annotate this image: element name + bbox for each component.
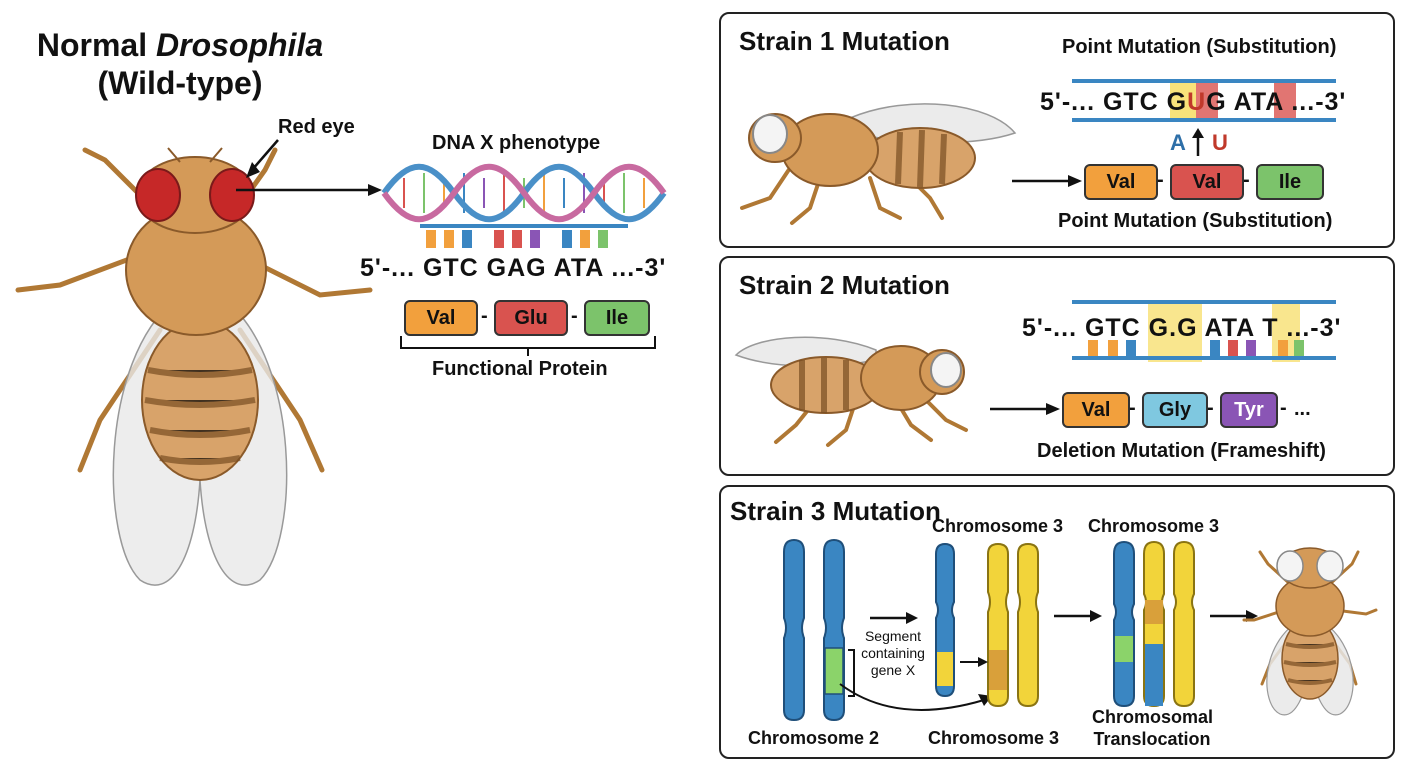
strain2-title: Strain 2 Mutation bbox=[739, 270, 950, 300]
red-eye-label: Red eye bbox=[278, 116, 355, 138]
strain1-top-label: Point Mutation (Substitution) bbox=[1062, 36, 1337, 58]
peptide-bond: - bbox=[1207, 397, 1214, 419]
right-arrow-icon bbox=[960, 657, 988, 667]
right-arrow-icon bbox=[1012, 175, 1082, 187]
peptide-bond: - bbox=[1157, 169, 1164, 191]
segment-label: Segment containing gene X bbox=[861, 628, 925, 678]
amino-acid-tyr: Tyr bbox=[1220, 392, 1278, 428]
functional-protein-label: Functional Protein bbox=[432, 358, 608, 380]
strain3-title: Strain 3 Mutation bbox=[730, 496, 941, 526]
amino-acid-val-mutant: Val bbox=[1170, 164, 1244, 200]
chromosome3-bottom-label: Chromosome 3 bbox=[928, 728, 1060, 748]
original-base: A bbox=[1170, 130, 1186, 155]
peptide-bond: - bbox=[1129, 397, 1136, 419]
chromosome3-top-label-b: Chromosome 3 bbox=[1088, 516, 1220, 536]
strain2-sequence: 5'-... GTC G.G ATA T ...-3' bbox=[1022, 314, 1342, 342]
title-line2: (Wild-type) bbox=[97, 65, 263, 101]
chromosomes-after-translocation bbox=[1113, 540, 1195, 708]
strain2-dna-strand bbox=[1072, 300, 1336, 362]
seq-suffix: ...-3' bbox=[1283, 88, 1347, 116]
peptide-bond: - bbox=[1243, 169, 1250, 191]
strain1-fly-illustration bbox=[740, 103, 1017, 225]
seq-middle: G ATA bbox=[1206, 88, 1284, 116]
chromosome2-pair bbox=[783, 538, 845, 722]
protein-bracket bbox=[400, 336, 656, 356]
title-species: Drosophila bbox=[156, 27, 324, 63]
strain1-sequence: 5'-... GTC GUG ATA ...-3' bbox=[1040, 88, 1346, 117]
segment-bracket bbox=[848, 649, 855, 697]
dna-label: DNA X phenotype bbox=[432, 132, 601, 154]
seq-mutated-base: U bbox=[1187, 88, 1207, 116]
amino-acid-ile: Ile bbox=[1256, 164, 1324, 200]
dna-double-helix bbox=[381, 163, 667, 248]
amino-acid-val: Val bbox=[404, 300, 478, 336]
seq-prefix: 5'-... GTC G bbox=[1040, 88, 1188, 116]
strain1-dna-strand bbox=[1072, 79, 1336, 122]
mutated-base: U bbox=[1212, 130, 1228, 155]
strain1-bottom-label: Point Mutation (Substitution) bbox=[1058, 210, 1333, 232]
amino-acid-val: Val bbox=[1084, 164, 1158, 200]
amino-acid-val: Val bbox=[1062, 392, 1130, 428]
peptide-bond: - bbox=[1280, 397, 1287, 419]
translocation-label: Chromosomal Translocation bbox=[1092, 707, 1214, 749]
up-arrow-icon bbox=[1192, 128, 1204, 156]
peptide-bond: - bbox=[481, 305, 488, 327]
amino-acid-ile: Ile bbox=[584, 300, 650, 336]
wildtype-fly-illustration bbox=[15, 139, 382, 586]
chromosome3-top-label-a: Chromosome 3 bbox=[932, 516, 1064, 536]
strain2-panel bbox=[719, 256, 1395, 476]
chromosome2-label: Chromosome 2 bbox=[748, 728, 880, 748]
wildtype-sequence: 5'-... GTC GAG ATA ...-3' bbox=[360, 254, 667, 282]
title-prefix: Normal bbox=[36, 27, 156, 63]
right-arrow-icon bbox=[990, 403, 1060, 415]
strain2-fly-illustration bbox=[734, 336, 968, 447]
peptide-bond: - bbox=[571, 305, 578, 327]
amino-acid-gly: Gly bbox=[1142, 392, 1208, 428]
chromosome3-pair-before bbox=[935, 542, 1039, 708]
strain2-bottom-label: Deletion Mutation (Frameshift) bbox=[1037, 440, 1326, 462]
amino-acid-glu: Glu bbox=[494, 300, 568, 336]
strain1-title: Strain 1 Mutation bbox=[739, 26, 950, 56]
right-arrow-icon bbox=[870, 612, 918, 624]
strain3-fly-illustration bbox=[1242, 547, 1378, 716]
right-arrow-icon bbox=[1054, 610, 1102, 622]
wildtype-title: Normal Drosophila (Wild-type) bbox=[20, 26, 340, 102]
trailing-ellipsis: ... bbox=[1294, 398, 1311, 420]
